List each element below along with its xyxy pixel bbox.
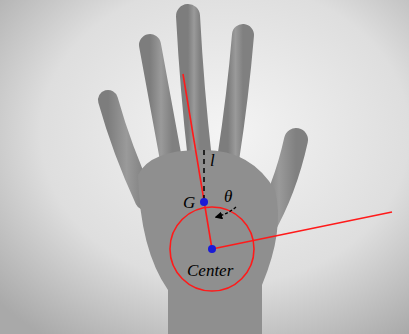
finger-axis-line bbox=[183, 74, 212, 249]
vertical-reference bbox=[203, 150, 205, 200]
palm-circle bbox=[170, 207, 254, 291]
palm bbox=[138, 150, 278, 334]
point-label: G bbox=[183, 194, 195, 211]
g-point bbox=[200, 198, 208, 206]
length-label: l bbox=[210, 152, 215, 169]
center-point bbox=[208, 245, 216, 253]
center-label: Center bbox=[187, 262, 233, 279]
annotations bbox=[170, 74, 392, 291]
thumb-line bbox=[212, 212, 392, 249]
angle-arrow bbox=[216, 207, 236, 217]
angle-label: θ bbox=[224, 188, 232, 205]
